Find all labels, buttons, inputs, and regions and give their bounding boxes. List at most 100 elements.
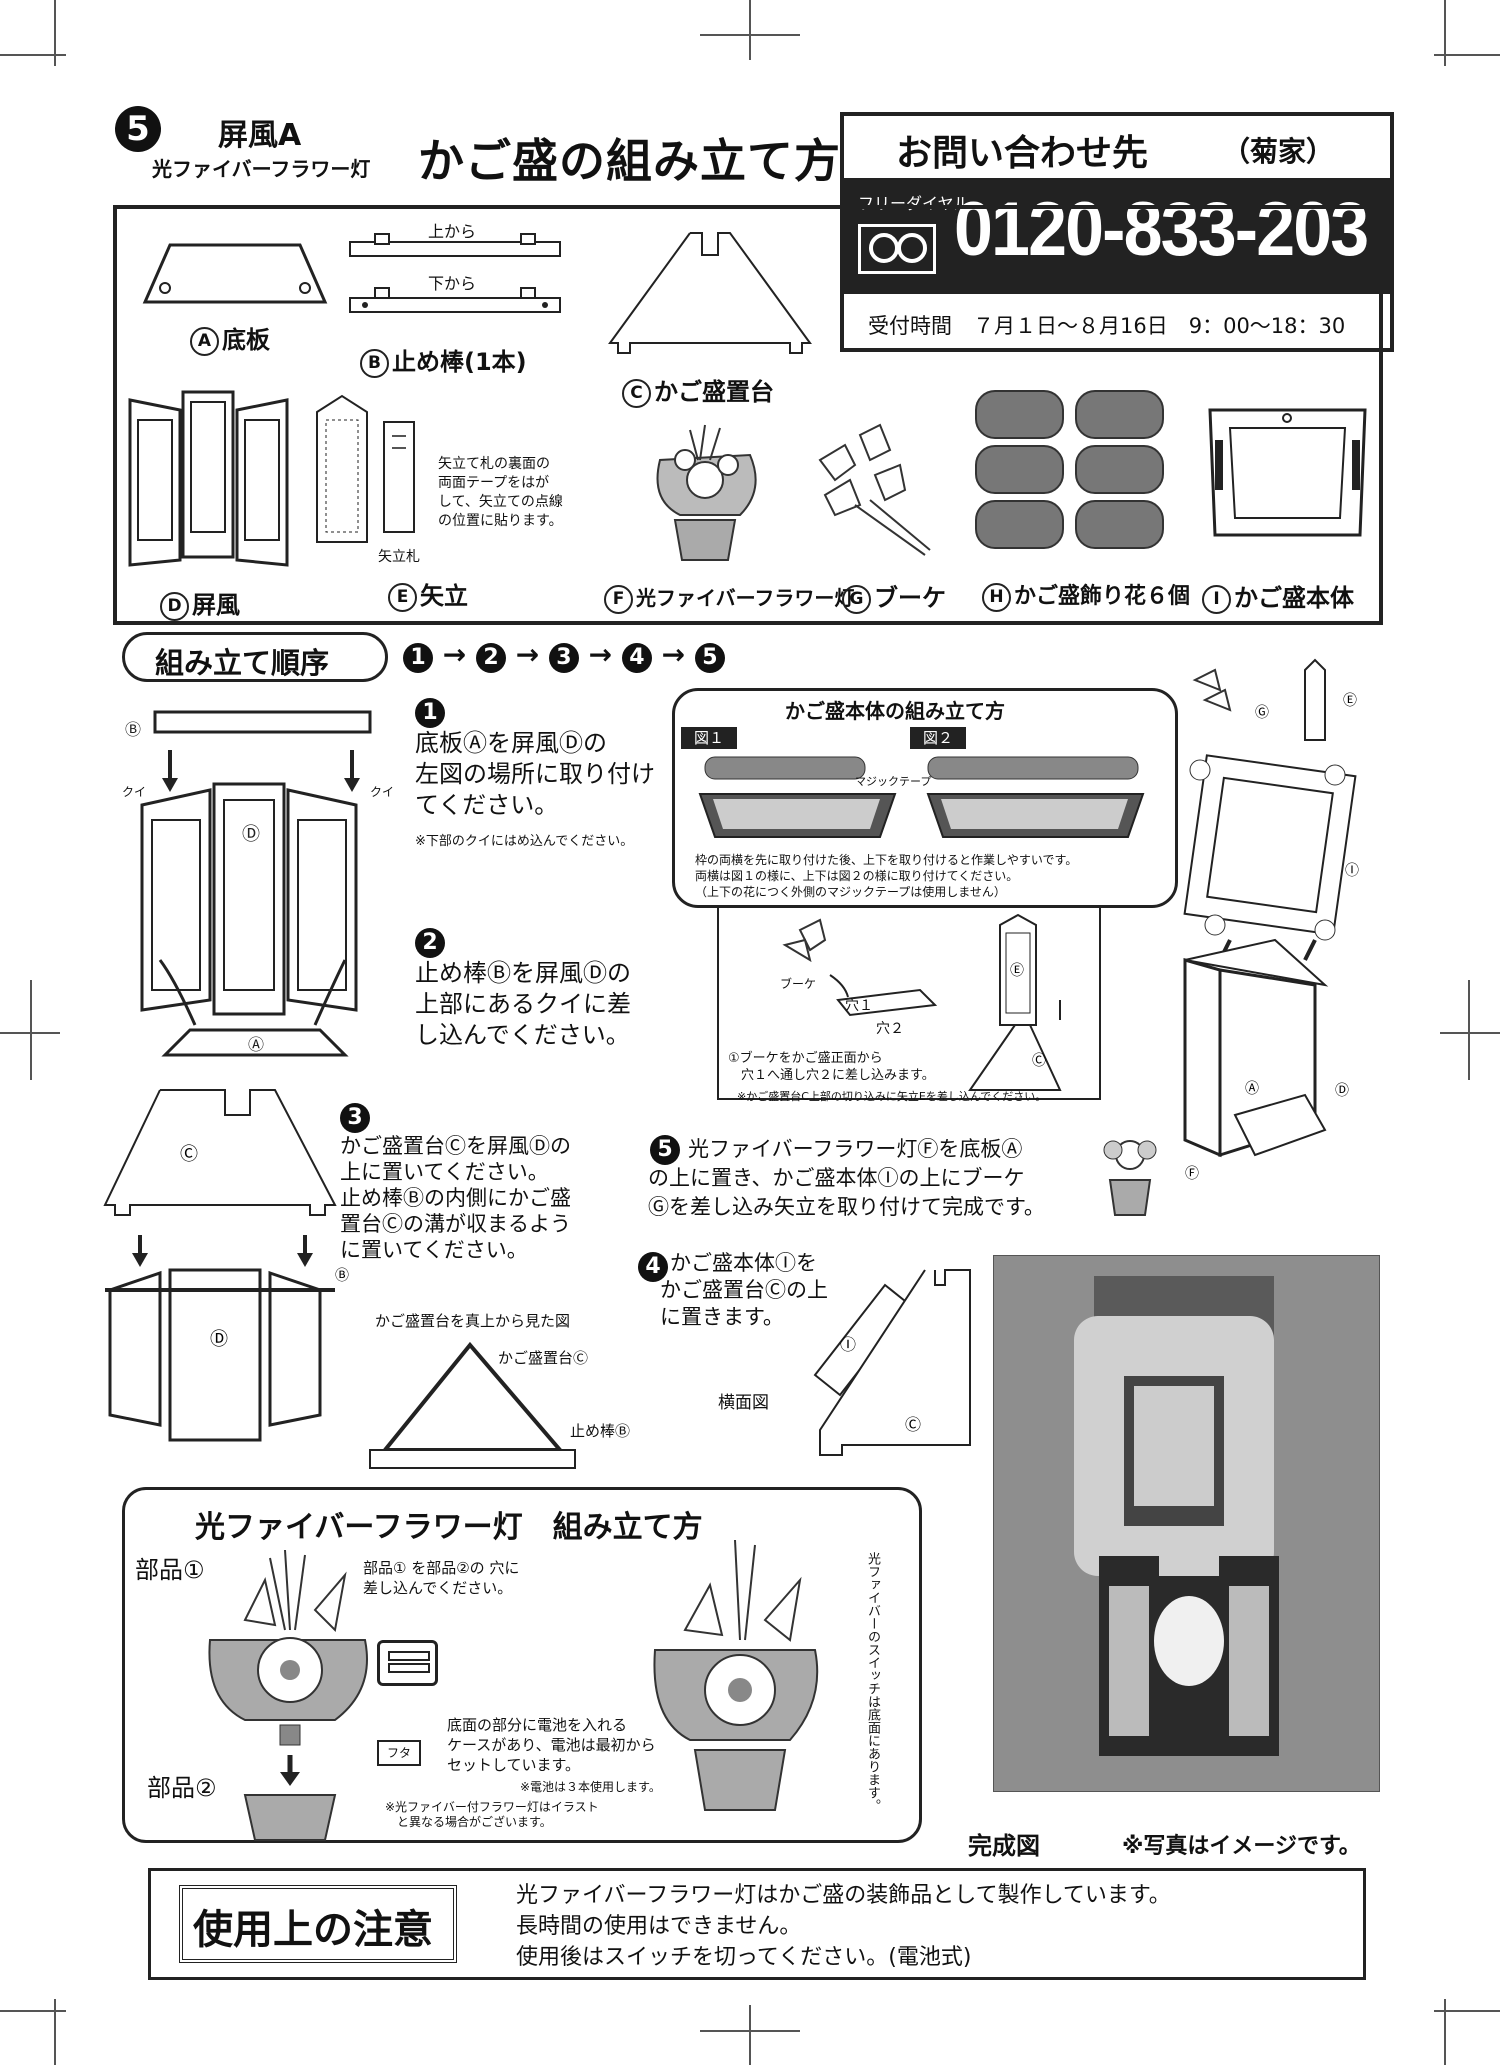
crop-mark	[54, 1999, 56, 2065]
contact-company: （菊家）	[1222, 130, 1334, 170]
battery-case-icon	[377, 1640, 438, 1686]
hole2-label: 穴２	[876, 1018, 904, 1038]
basket-box-title: かご盛本体の組み立て方	[785, 695, 1005, 724]
part-b-caption: B止め棒(1本)	[360, 342, 527, 378]
caution-line2: 長時間の使用はできません。	[516, 1908, 801, 1940]
fiber-assembled-illustration	[650, 1530, 830, 1830]
part1-label: 部品①	[135, 1550, 205, 1585]
step3-number: 3	[340, 1103, 370, 1133]
crop-mark	[1444, 0, 1446, 66]
switch-note: 光ファイバーのスイッチは底面にあります。	[863, 1552, 882, 1812]
svg-text:Ⓑ: Ⓑ	[335, 1268, 349, 1284]
crop-mark	[54, 0, 56, 66]
base-board-illustration	[140, 240, 330, 310]
assembly-order-badge: 組み立て順序	[122, 632, 388, 682]
battery-note: ※電池は３本使用します。	[520, 1778, 661, 1795]
bar-from-bottom-label: 下から	[428, 270, 476, 294]
svg-text:Ⓐ: Ⓐ	[1245, 1081, 1259, 1097]
svg-text:Ⓔ: Ⓔ	[1343, 693, 1357, 709]
step2-number: 2	[415, 928, 445, 958]
completed-photo	[993, 1255, 1380, 1792]
crop-mark	[1468, 980, 1470, 1080]
svg-text:Ⓓ: Ⓓ	[210, 1329, 228, 1350]
page-title: かご盛の組み立て方	[418, 125, 841, 191]
complete-note: ※写真はイメージです。	[1122, 1828, 1361, 1860]
fiber-lamp-box: 光ファイバーフラワー灯 組み立て方 部品① 部品② 部品① を部品②の 穴に 差…	[122, 1487, 922, 1843]
crop-mark	[749, 0, 751, 60]
part-letter: A	[190, 327, 219, 356]
product-name: 屏風A	[218, 110, 301, 154]
crop-mark	[1444, 1999, 1446, 2065]
caution-box: 使用上の注意 光ファイバーフラワー灯はかご盛の装飾品として製作しています。 長時…	[148, 1868, 1366, 1980]
svg-text:Ⓐ: Ⓐ	[248, 1035, 264, 1054]
assembly-order-sequence: 1 → 2 → 3 → 4 → 5	[403, 638, 725, 673]
folding-screen-illustration	[125, 390, 295, 580]
fig1-tag: 図１	[681, 727, 737, 749]
step3-text: かご盛置台Ⓒを屏風Ⓓの 上に置いてください。 止め棒Ⓑの内側にかご盛 置台Ⓒの溝…	[340, 1133, 571, 1263]
top-view-title: かご盛置台を真上から見た図	[375, 1310, 570, 1331]
side-view-diagram: Ⓘ Ⓒ	[800, 1240, 975, 1470]
fiber-box-title: 光ファイバーフラワー灯 組み立て方	[195, 1502, 703, 1546]
magic-tape-label: マジックテープ	[855, 773, 931, 789]
yatate-illustration	[312, 392, 422, 562]
kui-label-right: クイ	[370, 783, 394, 800]
svg-text:Ⓒ: Ⓒ	[180, 1144, 198, 1165]
fiber-flower-lamp-illustration	[650, 420, 770, 570]
page-number-badge: 5	[115, 106, 161, 152]
part-f-caption: F光ファイバーフラワー灯	[604, 582, 854, 614]
kui-label-left: クイ	[122, 783, 146, 800]
fiber-insert-text: 部品① を部品②の 穴に 差し込んでください。	[363, 1558, 519, 1598]
crop-mark	[30, 980, 32, 1080]
svg-text:Ⓓ: Ⓓ	[242, 824, 260, 845]
caution-title-frame: 使用上の注意	[179, 1885, 457, 1963]
svg-text:Ⓔ: Ⓔ	[1010, 963, 1024, 979]
caution-title: 使用上の注意	[193, 1897, 433, 1955]
step5-lamp-icon	[1095, 1130, 1165, 1220]
svg-text:Ⓘ: Ⓘ	[1345, 863, 1359, 879]
basket-box-text1: 枠の両横を先に取り付けた後、上下を取り付けると作業しやすいです。	[695, 851, 1077, 868]
step1-text: 底板Ⓐを屏風Ⓓの 左図の場所に取り付け てください。	[415, 728, 655, 821]
svg-text:Ⓓ: Ⓓ	[1335, 1083, 1349, 1099]
crop-mark	[1440, 1032, 1500, 1034]
illust-note: ※光ファイバー付フラワー灯はイラスト と異なる場合がございます。	[385, 1800, 599, 1830]
bouquet-illustration	[800, 420, 950, 560]
basket-stand-illustration	[600, 225, 820, 365]
side-view-label: 横面図	[718, 1388, 769, 1413]
complete-label: 完成図	[968, 1826, 1040, 1861]
svg-text:Ⓖ: Ⓖ	[1255, 705, 1269, 721]
top-view-bar-label: 止め棒Ⓑ	[570, 1420, 630, 1441]
svg-text:Ⓑ: Ⓑ	[125, 720, 141, 739]
fiber-part1-illustration	[205, 1550, 385, 1830]
bouquet-note: ①ブーケをかご盛正面から 穴１へ通し穴２に差し込みます。	[728, 1050, 935, 1084]
basket-body-illustration	[1205, 400, 1370, 545]
svg-text:Ⓘ: Ⓘ	[840, 1335, 856, 1354]
step2-text: 止め棒Ⓑを屏風Ⓓの 上部にあるクイに差 し込んでください。	[415, 958, 631, 1051]
decoration-flowers-illustration	[975, 390, 1175, 550]
basket-assembly-box: かご盛本体の組み立て方 図１ 図２ マジックテープ 枠の両横を先に取り付けた後、…	[672, 688, 1178, 908]
svg-text:Ⓒ: Ⓒ	[905, 1415, 921, 1434]
step5-text: 光ファイバーフラワー灯Ⓕを底板Ⓐ の上に置き、かご盛本体Ⓘの上にブーケ Ⓖを差し…	[648, 1135, 1045, 1222]
crop-mark	[749, 2005, 751, 2065]
fig1-illustration	[695, 749, 905, 839]
hole1-label: 穴１	[845, 995, 873, 1015]
caution-line3: 使用後はスイッチを切ってください。(電池式)	[516, 1939, 971, 1971]
battery-text: 底面の部分に電池を入れる ケースがあり、電池は最初から セットしています。	[447, 1715, 656, 1775]
basket-box-text3: （上下の花につく外側のマジックテープは使用しません）	[695, 883, 1006, 900]
svg-text:Ⓒ: Ⓒ	[1032, 1053, 1046, 1069]
step1-note: ※下部のクイにはめ込んでください。	[415, 830, 633, 849]
bouquet-label: ブーケ	[780, 975, 816, 992]
crop-mark	[0, 2010, 66, 2012]
contact-title: お問い合わせ先	[896, 124, 1148, 176]
caution-line1: 光ファイバーフラワー灯はかご盛の装飾品として製作しています。	[516, 1877, 1171, 1909]
yatate-insert-note: ※かご盛置台C上部の切り込みに矢立Eを差し込んでください。	[737, 1088, 1046, 1104]
crop-mark	[0, 54, 66, 56]
yatate-tag-label: 矢立札	[378, 546, 420, 566]
fig2-tag: 図２	[910, 727, 966, 749]
lid-label: フタ	[377, 1740, 421, 1766]
fig2-illustration	[923, 749, 1153, 839]
part-a-caption: A底板	[190, 320, 270, 356]
